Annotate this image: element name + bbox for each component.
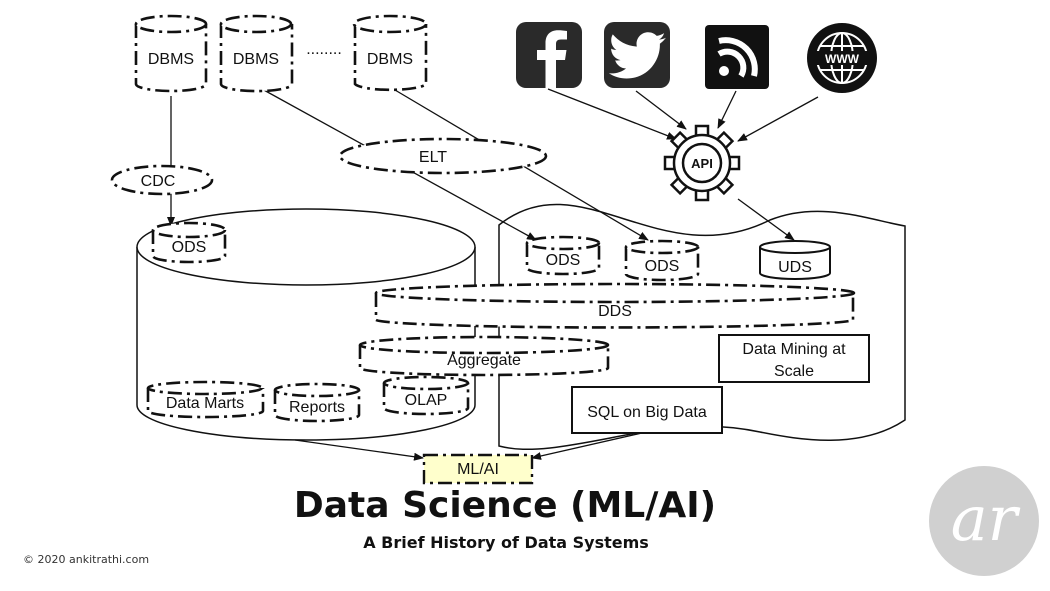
right-ods-cylinder-2: ODS	[624, 239, 700, 282]
dbms-cylinder-3: DBMS	[352, 14, 428, 92]
reports-label: Reports	[289, 399, 345, 416]
right-ods-label-2: ODS	[645, 258, 680, 275]
arrow-www-to-api	[737, 96, 819, 142]
www-label: WWW	[825, 52, 860, 66]
dbms-label-2: DBMS	[233, 51, 279, 68]
olap-label: OLAP	[405, 392, 448, 409]
elt-process: ELT	[338, 137, 548, 175]
ml-ai-label: ML/AI	[457, 461, 499, 478]
logo-lettering: ar	[951, 482, 1021, 555]
dbms-ellipsis: ........	[306, 41, 342, 58]
data-marts-label: Data Marts	[166, 395, 244, 412]
dbms-cylinder-2: DBMS	[219, 14, 294, 93]
rss-icon	[705, 25, 769, 89]
dbms-cylinder-1: DBMS	[134, 14, 208, 93]
arrow-api-to-uds	[737, 198, 795, 241]
arrow-facebook-to-api	[547, 88, 677, 140]
data-marts-cylinder: Data Marts	[146, 380, 265, 419]
left-ods-label: ODS	[172, 239, 207, 256]
right-ods-cylinder-1: ODS	[525, 235, 601, 276]
olap-cylinder: OLAP	[382, 375, 470, 416]
cdc-label: CDC	[141, 173, 176, 190]
dbms-label-1: DBMS	[148, 51, 194, 68]
uds-cylinder: UDS	[759, 240, 831, 280]
arrow-sql-to-mlai	[531, 429, 656, 460]
dbms-label-3: DBMS	[367, 51, 413, 68]
aggregate-cylinder: Aggregate	[358, 335, 610, 377]
facebook-icon	[516, 22, 582, 88]
ar-logo: ar	[929, 466, 1039, 576]
uds-label: UDS	[778, 259, 812, 276]
ml-ai-box: ML/AI	[422, 453, 534, 485]
copyright-text: © 2020 ankitrathi.com	[23, 553, 149, 566]
data-mining-box: Data Mining at Scale	[718, 334, 870, 383]
reports-cylinder: Reports	[273, 382, 361, 423]
twitter-icon	[604, 22, 670, 88]
arrow-warehouse-to-mlai	[294, 439, 424, 461]
sql-on-big-data-box: SQL on Big Data	[571, 386, 723, 434]
arrow-rss-to-api	[717, 90, 737, 129]
aggregate-label: Aggregate	[447, 352, 521, 369]
arrow-twitter-to-api	[635, 90, 687, 130]
dds-cylinder: DDS	[374, 282, 856, 329]
cdc-process: CDC	[110, 164, 214, 196]
page-subtitle: A Brief History of Data Systems	[363, 533, 649, 552]
api-label: API	[691, 156, 713, 171]
left-ods-cylinder: ODS	[151, 221, 227, 264]
sql-on-big-data-label: SQL on Big Data	[587, 404, 707, 421]
dds-label: DDS	[598, 303, 632, 320]
right-ods-label-1: ODS	[546, 252, 581, 269]
api-gear-icon: API	[663, 124, 741, 202]
page-title: Data Science (ML/AI)	[294, 485, 716, 526]
globe-www-icon: WWW	[807, 23, 877, 93]
elt-label: ELT	[419, 149, 447, 166]
data-mining-label-line1: Data Mining at	[742, 341, 846, 358]
data-mining-label-line2: Scale	[774, 363, 814, 380]
